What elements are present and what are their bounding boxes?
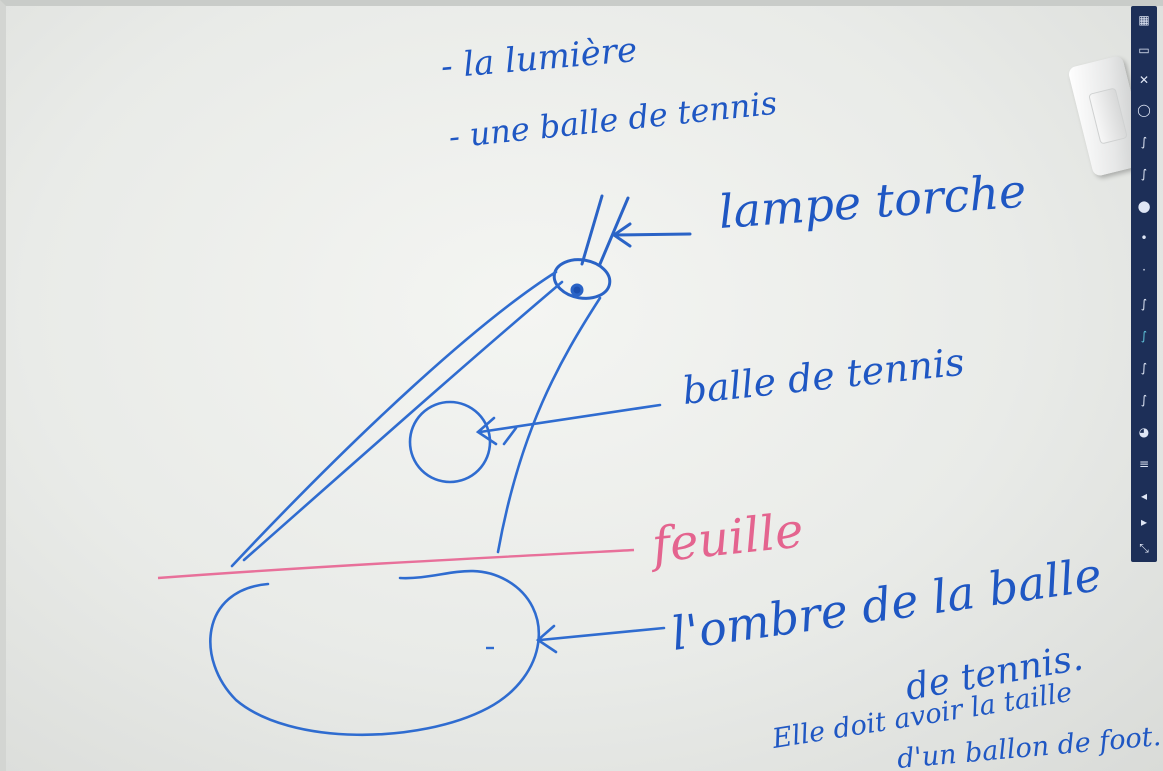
note-balle-de-tennis: - une balle de tennis	[447, 84, 779, 156]
lasso-icon[interactable]: ◯	[1137, 103, 1151, 117]
select-icon[interactable]: ▦	[1138, 13, 1150, 27]
undo-icon[interactable]: ◂	[1140, 489, 1148, 503]
lamp-arrow	[611, 222, 692, 248]
ball-shadow-drawing	[209, 569, 541, 737]
pen-color-4-icon[interactable]: ∫	[1140, 393, 1148, 407]
sheet-line	[157, 548, 635, 580]
flashlight-drawing	[552, 194, 630, 300]
pen-color-2-icon[interactable]: ∫	[1140, 329, 1148, 343]
pen-thin-icon[interactable]: ∫	[1140, 135, 1148, 149]
collapse-icon[interactable]: ⤡	[1139, 541, 1149, 555]
pen-curve-icon[interactable]: ∫	[1140, 167, 1148, 181]
smartboard-toolbar: ▦ ▭ ✕ ◯ ∫ ∫ ● • · ∫ ∫ ∫ ∫ ◕ ≡ ◂ ▸ ⤡	[1131, 6, 1157, 562]
page-icon[interactable]: ▭	[1138, 43, 1150, 57]
stroke-medium-icon[interactable]: •	[1140, 231, 1148, 245]
ruler-icon[interactable]: ≡	[1138, 457, 1150, 471]
label-lampe-torche: lampe torche	[717, 164, 1028, 239]
tennis-ball-drawing	[408, 400, 492, 484]
eraser-ridge	[1088, 87, 1128, 145]
ball-arrow	[475, 403, 662, 446]
close-icon[interactable]: ✕	[1138, 73, 1150, 87]
label-feuille: feuille	[646, 502, 806, 574]
pen-color-3-icon[interactable]: ∫	[1140, 361, 1148, 375]
palette-icon[interactable]: ◕	[1138, 425, 1150, 439]
note-lumiere: - la lumière	[439, 30, 638, 87]
pen-color-1-icon[interactable]: ∫	[1140, 297, 1148, 311]
stroke-small-icon[interactable]: ·	[1142, 263, 1146, 277]
stroke-large-icon[interactable]: ●	[1137, 197, 1151, 215]
light-cone	[230, 270, 602, 568]
shadow-arrow	[535, 624, 666, 654]
redo-icon[interactable]: ▸	[1140, 515, 1148, 529]
label-balle-de-tennis: balle de tennis	[680, 340, 966, 413]
